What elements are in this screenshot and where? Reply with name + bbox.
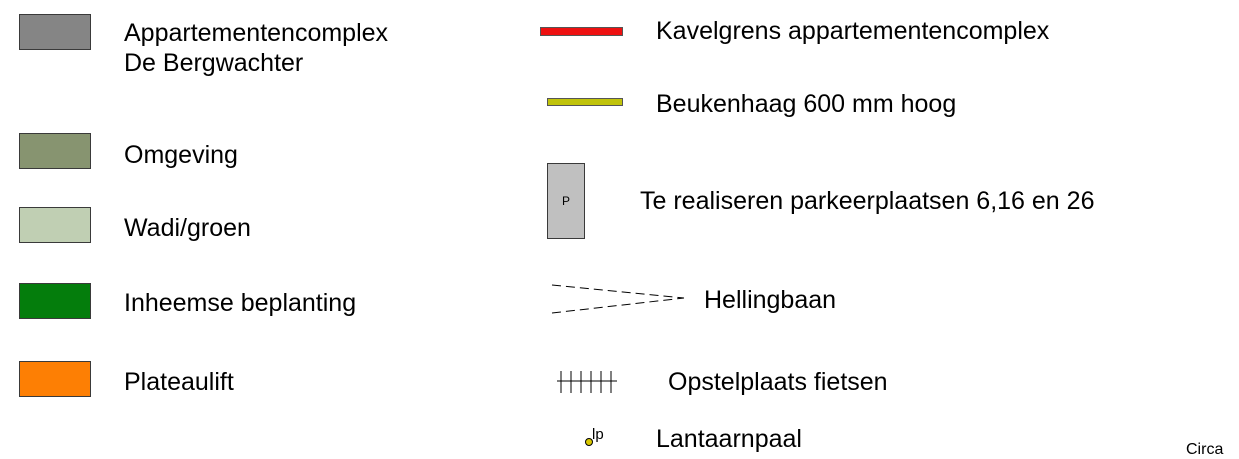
lantaarnpaal-icon (585, 438, 593, 446)
swatch-appartementencomplex (19, 14, 91, 50)
parking-symbol: P (547, 163, 585, 239)
hellingbaan-icon (551, 284, 685, 314)
swatch-plateaulift (19, 361, 91, 397)
label-parkeerplaatsen: Te realiseren parkeerplaatsen 6,16 en 26 (640, 187, 1095, 215)
corner-text: Circa (1186, 441, 1224, 458)
label-lantaarnpaal: Lantaarnpaal (656, 425, 802, 453)
kavelgrens-line-symbol (540, 27, 623, 36)
parking-symbol-letter: P (561, 194, 570, 208)
label-plateaulift: Plateaulift (124, 368, 234, 396)
label-omgeving: Omgeving (124, 141, 238, 169)
label-appartementencomplex: Appartementencomplex De Bergwachter (124, 19, 389, 77)
label-beukenhaag: Beukenhaag 600 mm hoog (656, 90, 957, 118)
label-wadi: Wadi/groen (124, 214, 251, 242)
beukenhaag-line-symbol (547, 98, 623, 106)
label-fietsen: Opstelplaats fietsen (668, 368, 888, 396)
label-inheemse-beplanting: Inheemse beplanting (124, 289, 357, 317)
bike-rack-icon (557, 371, 617, 393)
swatch-omgeving (19, 133, 91, 169)
lantaarnpaal-symbol-text: lp (592, 426, 604, 443)
label-kavelgrens: Kavelgrens appartementencomplex (656, 17, 1050, 45)
swatch-inheemse-beplanting (19, 283, 91, 319)
label-hellingbaan: Hellingbaan (704, 286, 837, 314)
swatch-wadi (19, 207, 91, 243)
